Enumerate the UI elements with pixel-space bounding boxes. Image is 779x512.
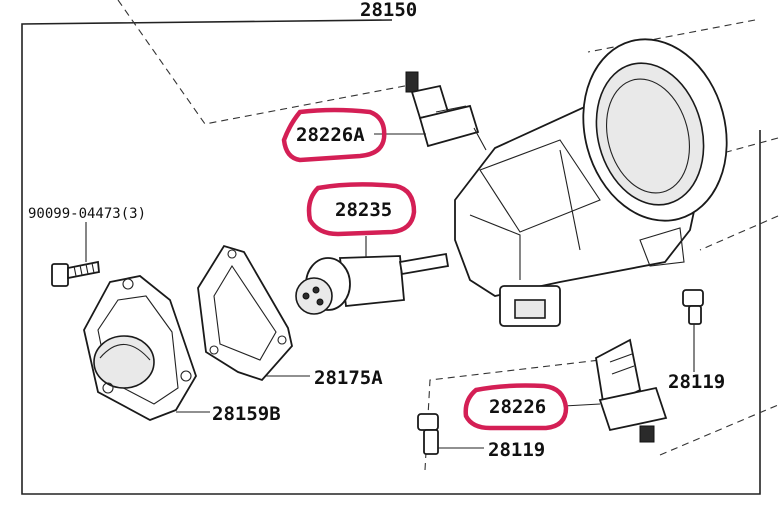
dashed-leader-bottom-right: [659, 404, 779, 456]
dashed-leader-right-2: [699, 215, 779, 251]
label-screw: 90099-04473(3): [28, 206, 146, 222]
label-switch: 28235: [335, 199, 392, 221]
assembly-frame: [21, 19, 761, 495]
leader-relay: [563, 403, 601, 407]
label-assembly: 28150: [360, 0, 417, 21]
label-terminal-bottom: 28119: [488, 439, 545, 461]
label-cover: 28159B: [212, 403, 281, 425]
cover-28159B-part: [83, 275, 197, 421]
switch-28235-part: [295, 252, 450, 315]
relay-28226A-part: [405, 71, 487, 151]
dashed-leader-top-right: [587, 19, 756, 53]
highlight-circle-relay-a: [281, 107, 387, 163]
label-relay-a: 28226A: [296, 124, 365, 146]
screw-part: [51, 260, 100, 287]
label-gasket: 28175A: [314, 367, 383, 389]
dashed-leader-top: [117, 0, 416, 125]
label-relay: 28226: [489, 396, 546, 418]
terminal-bottom-part: [417, 413, 439, 455]
starter-housing: [454, 38, 728, 327]
highlight-circle-switch: [306, 182, 417, 237]
relay-28226-part: [595, 338, 668, 443]
gasket-28175A-part: [197, 244, 293, 382]
label-terminal-right: 28119: [668, 371, 725, 393]
highlight-circle-relay: [463, 383, 569, 431]
terminal-right-part: [682, 289, 704, 325]
